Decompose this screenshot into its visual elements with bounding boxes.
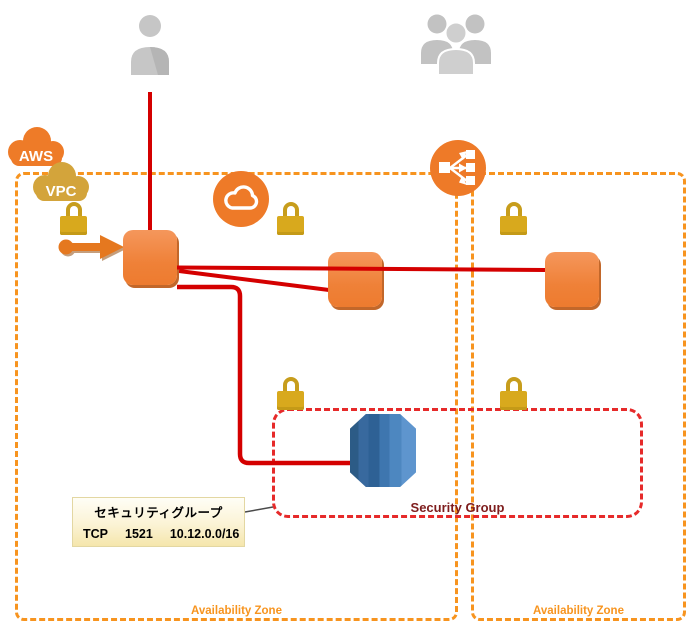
lock-icon: [500, 202, 527, 235]
internet-cloud-icon: [213, 171, 269, 227]
availability-zone-1-label: Availability Zone: [191, 605, 282, 617]
availability-zone-2-label: Availability Zone: [533, 605, 624, 617]
rds-database-icon: [350, 414, 416, 487]
aws-label: AWS: [19, 148, 53, 165]
callout-title: セキュリティグループ: [94, 506, 223, 520]
rule-protocol: TCP: [83, 527, 108, 541]
security-group-label: Security Group: [410, 500, 505, 515]
load-balancer-icon: [430, 140, 486, 196]
vpc-label: VPC: [46, 183, 77, 200]
rule-port: 1521: [125, 527, 153, 541]
security-group-box: Security Group: [272, 408, 643, 518]
aws-cloud-icon: AWS: [8, 127, 64, 166]
lock-icon: [277, 202, 304, 235]
lock-icon: [277, 377, 304, 410]
users-icon: [421, 14, 491, 76]
instance-app-az2: [545, 252, 599, 307]
instance-app-az1: [328, 252, 382, 307]
rule-source-cidr: 10.12.0.0/16: [169, 527, 240, 541]
lock-icon: [500, 377, 527, 410]
flow-arrow-icon: [58, 235, 124, 259]
callout-rule-row: TCP 1521 10.12.0.0/16: [73, 521, 244, 541]
instance-web: [123, 230, 177, 285]
lock-icon: [60, 202, 87, 235]
user-icon: [131, 15, 169, 75]
availability-zone-2-box: Availability Zone: [471, 172, 686, 621]
vpc-cloud-icon: VPC: [33, 162, 89, 201]
security-group-rule-callout: セキュリティグループ TCP 1521 10.12.0.0/16: [72, 497, 245, 547]
